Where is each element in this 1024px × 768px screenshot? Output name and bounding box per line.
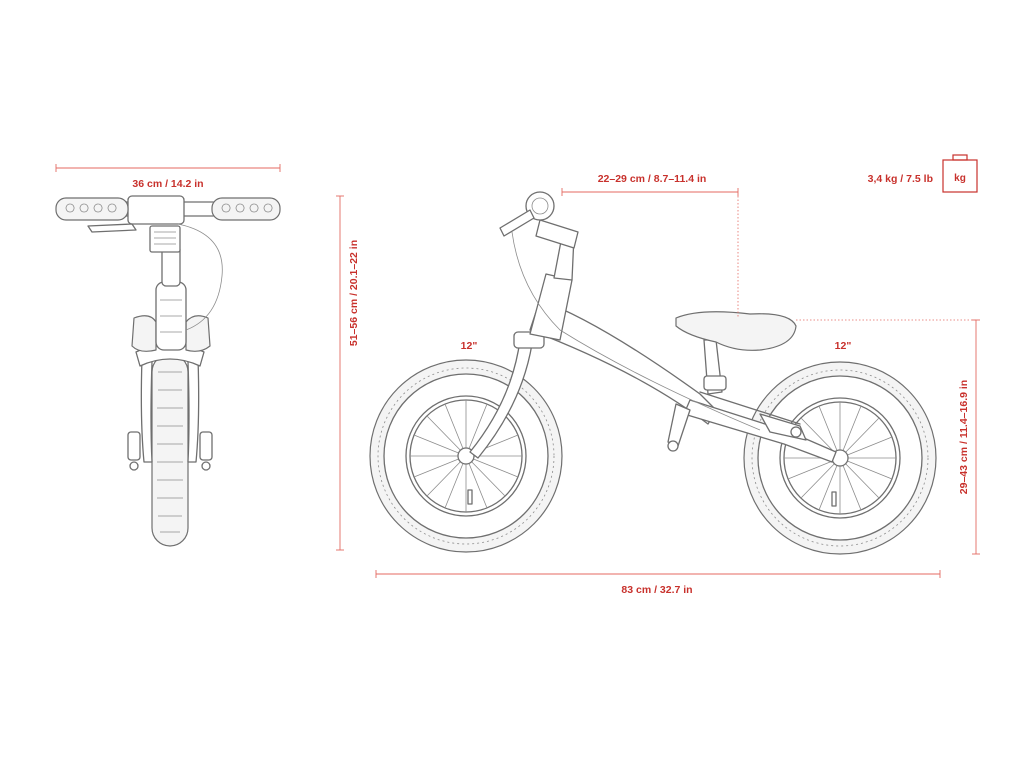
handlebar-height-label: 51–56 cm / 20.1–22 in [348, 240, 360, 346]
handlebar-width-label: 36 cm / 14.2 in [132, 178, 203, 190]
seat-height-label: 29–43 cm / 11.4–16.9 in [958, 380, 970, 494]
dimension-lines [55, 164, 980, 578]
weight-icon: kg [942, 154, 978, 193]
seat-to-bar-label: 22–29 cm / 8.7–11.4 in [598, 173, 707, 185]
side-view-bike [369, 191, 937, 555]
front-view-bike [55, 195, 281, 547]
front-wheel-size-label: 12" [461, 340, 478, 352]
rear-wheel [743, 361, 937, 555]
weight-icon-label: kg [954, 173, 966, 184]
weight-label: 3,4 kg / 7.5 lb [868, 173, 933, 185]
overall-length-label: 83 cm / 32.7 in [621, 584, 692, 596]
rear-wheel-size-label: 12" [835, 340, 852, 352]
front-wheel [369, 359, 563, 553]
